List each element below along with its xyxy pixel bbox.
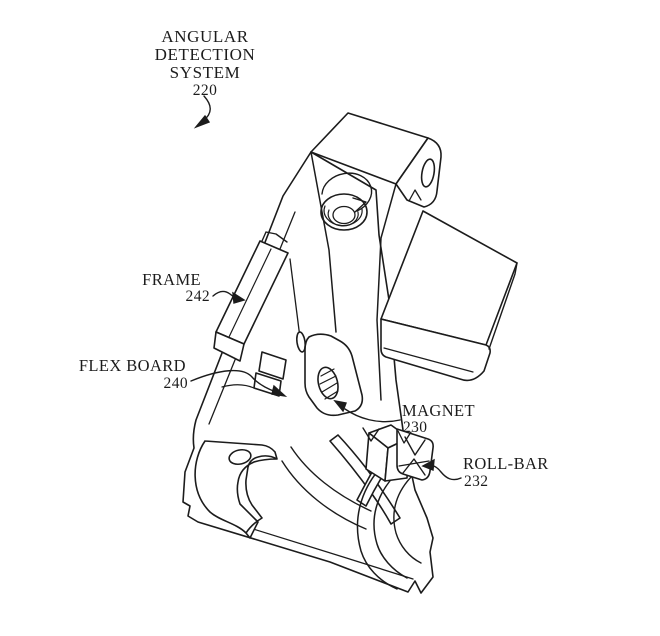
body-slot: [296, 331, 306, 353]
roll-bar-arrowhead-icon: [421, 458, 435, 471]
figure-title-line-2: DETECTION: [155, 45, 256, 64]
flex-board-arrowhead-icon: [271, 384, 288, 398]
frame-ref: 242: [186, 288, 210, 305]
frame-bar-bevel: [213, 331, 245, 362]
roll-bar-ref: 232: [464, 473, 488, 490]
flex-board-part: [258, 351, 287, 380]
flex-board-label: FLEX BOARD: [79, 356, 186, 375]
figure-title-line-3: SYSTEM: [170, 63, 241, 82]
figure-labels: ANGULAR DETECTION SYSTEM 220 FRAME 242 F…: [79, 27, 549, 490]
x-cutout: [329, 434, 401, 525]
frame-arrowhead-icon: [232, 291, 246, 304]
roll-bar-label: ROLL-BAR: [463, 454, 549, 473]
magnet-arrowhead-icon: [333, 399, 347, 413]
s-flange: [194, 440, 278, 539]
mount-ear: [395, 137, 442, 208]
title-arrowhead-icon: [193, 114, 211, 129]
threaded-bore: [320, 193, 368, 231]
frame-label: FRAME: [142, 270, 201, 289]
roll-bar-leader-arrow: [429, 465, 462, 481]
flex-board-ref: 240: [164, 375, 188, 392]
magnet-label: MAGNET: [402, 401, 475, 420]
magnet-leader-arrow: [344, 408, 401, 423]
magnet-ref: 230: [403, 419, 427, 436]
leader-arrows: [190, 95, 462, 481]
ear-slot: [420, 158, 436, 188]
figure-title-ref: 220: [193, 82, 217, 99]
flange-hole: [228, 448, 252, 466]
figure-title-line-1: ANGULAR: [161, 27, 248, 46]
angular-detection-assembly-drawing: [182, 112, 518, 594]
flex-board-leader-arrow: [190, 369, 277, 393]
